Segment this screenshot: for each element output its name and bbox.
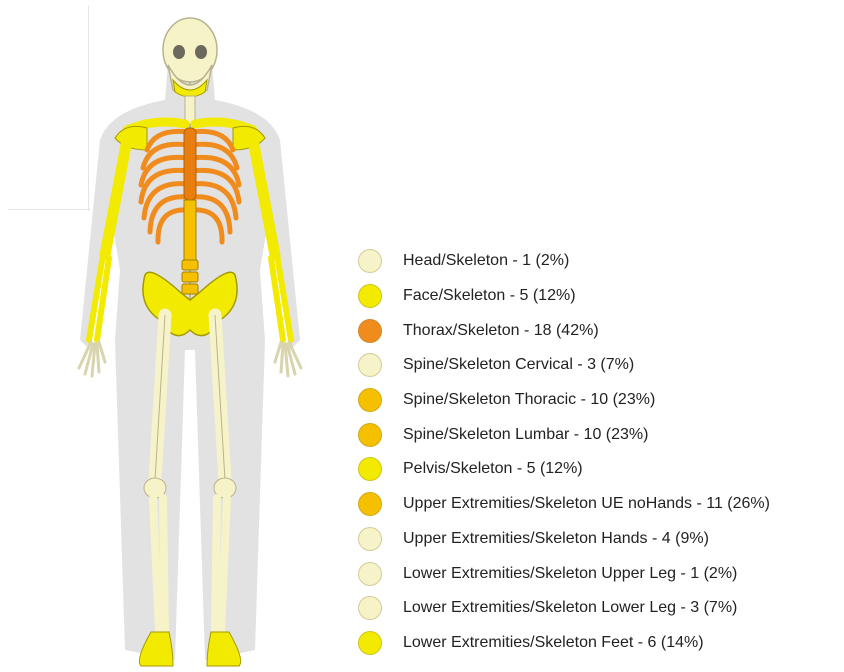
legend-swatch [358,319,382,343]
legend-swatch [358,284,382,308]
legend-item-spine-cervical: Spine/Skeleton Cervical - 3 (7%) [358,348,770,383]
legend-item-thorax: Thorax/Skeleton - 18 (42%) [358,313,770,348]
legend-swatch [358,249,382,273]
sternum [184,128,196,200]
legend-item-pelvis: Pelvis/Skeleton - 5 (12%) [358,452,770,487]
legend-item-upper-extremities-no-hands: Upper Extremities/Skeleton UE noHands - … [358,487,770,522]
legend-swatch [358,492,382,516]
legend-swatch [358,353,382,377]
legend-swatch [358,631,382,655]
legend-item-face: Face/Skeleton - 5 (12%) [358,279,770,314]
legend-swatch [358,562,382,586]
legend-label: Head/Skeleton - 1 (2%) [403,252,569,270]
lumbar-spine [182,260,198,294]
legend-swatch [358,423,382,447]
legend-label: Spine/Skeleton Lumbar - 10 (23%) [403,426,648,444]
legend-label: Lower Extremities/Skeleton Lower Leg - 3… [403,599,737,617]
left-hand [79,342,105,376]
legend-item-spine-thoracic: Spine/Skeleton Thoracic - 10 (23%) [358,383,770,418]
legend-label: Upper Extremities/Skeleton Hands - 4 (9%… [403,530,709,548]
legend-item-lower-extremities-lower-leg: Lower Extremities/Skeleton Lower Leg - 3… [358,591,770,626]
skeleton-figure [55,10,325,672]
thoracic-spine [184,200,196,260]
legend-swatch [358,388,382,412]
legend-label: Upper Extremities/Skeleton UE noHands - … [403,495,770,513]
legend-swatch [358,596,382,620]
legend-label: Face/Skeleton - 5 (12%) [403,287,576,305]
legend-label: Thorax/Skeleton - 18 (42%) [403,322,599,340]
legend-label: Lower Extremities/Skeleton Upper Leg - 1… [403,565,737,583]
legend-label: Pelvis/Skeleton - 5 (12%) [403,460,583,478]
right-hand [275,342,301,376]
legend-swatch [358,457,382,481]
legend: Head/Skeleton - 1 (2%) Face/Skeleton - 5… [358,244,770,660]
legend-item-spine-lumbar: Spine/Skeleton Lumbar - 10 (23%) [358,417,770,452]
legend-label: Spine/Skeleton Thoracic - 10 (23%) [403,391,655,409]
legend-item-head: Head/Skeleton - 1 (2%) [358,244,770,279]
legend-label: Spine/Skeleton Cervical - 3 (7%) [403,356,634,374]
legend-item-lower-extremities-upper-leg: Lower Extremities/Skeleton Upper Leg - 1… [358,556,770,591]
legend-item-lower-extremities-feet: Lower Extremities/Skeleton Feet - 6 (14%… [358,626,770,661]
legend-swatch [358,527,382,551]
legend-item-upper-extremities-hands: Upper Extremities/Skeleton Hands - 4 (9%… [358,522,770,557]
legend-label: Lower Extremities/Skeleton Feet - 6 (14%… [403,634,704,652]
